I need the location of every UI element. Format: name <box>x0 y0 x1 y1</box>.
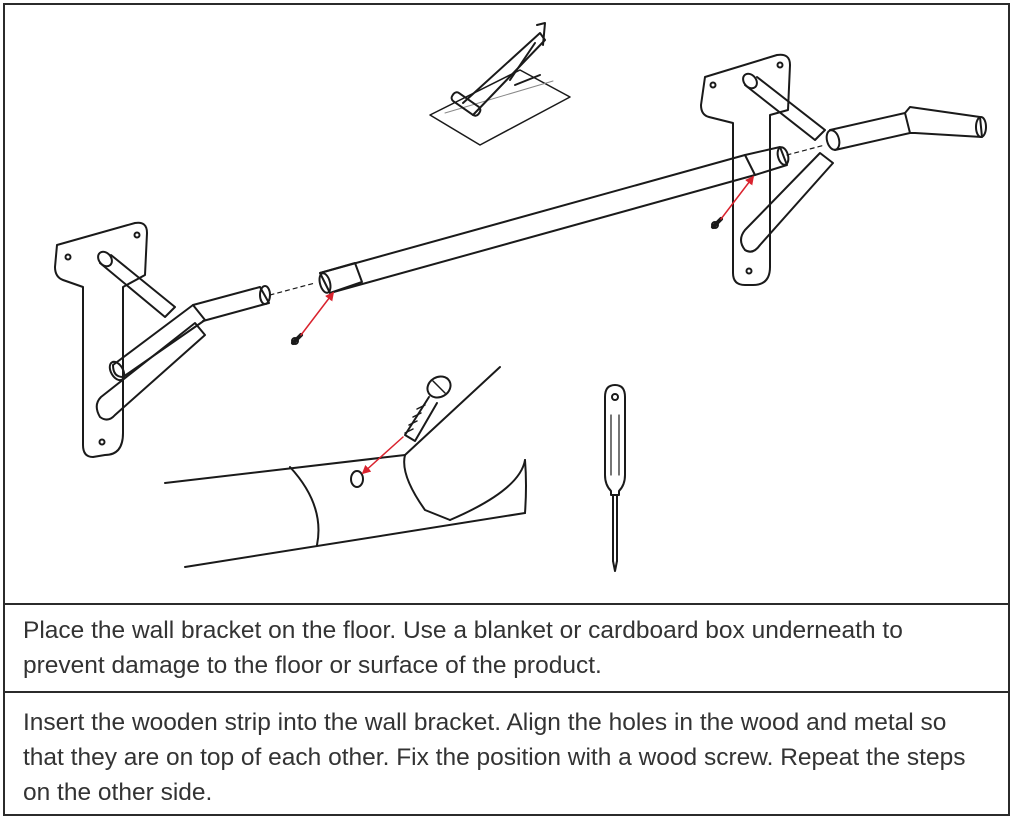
wood-screw-detail-icon <box>361 375 452 475</box>
assembly-drawing <box>54 22 987 572</box>
right-wall-bracket-icon <box>700 53 987 286</box>
screwdriver-icon <box>604 384 626 572</box>
detail-joint-icon <box>164 366 527 568</box>
wooden-strip-icon <box>318 144 826 294</box>
left-wall-bracket-icon <box>54 221 316 458</box>
step-1-instruction: Place the wall bracket on the floor. Use… <box>5 605 1008 693</box>
instruction-panel: Place the wall bracket on the floor. Use… <box>3 3 1010 816</box>
bracket-on-floor-icon <box>429 22 571 146</box>
wood-screw-left-icon <box>291 291 335 345</box>
assembly-illustration <box>5 5 1008 605</box>
step-2-instruction: Insert the wooden strip into the wall br… <box>23 709 966 806</box>
wood-screw-right-icon <box>711 175 755 229</box>
